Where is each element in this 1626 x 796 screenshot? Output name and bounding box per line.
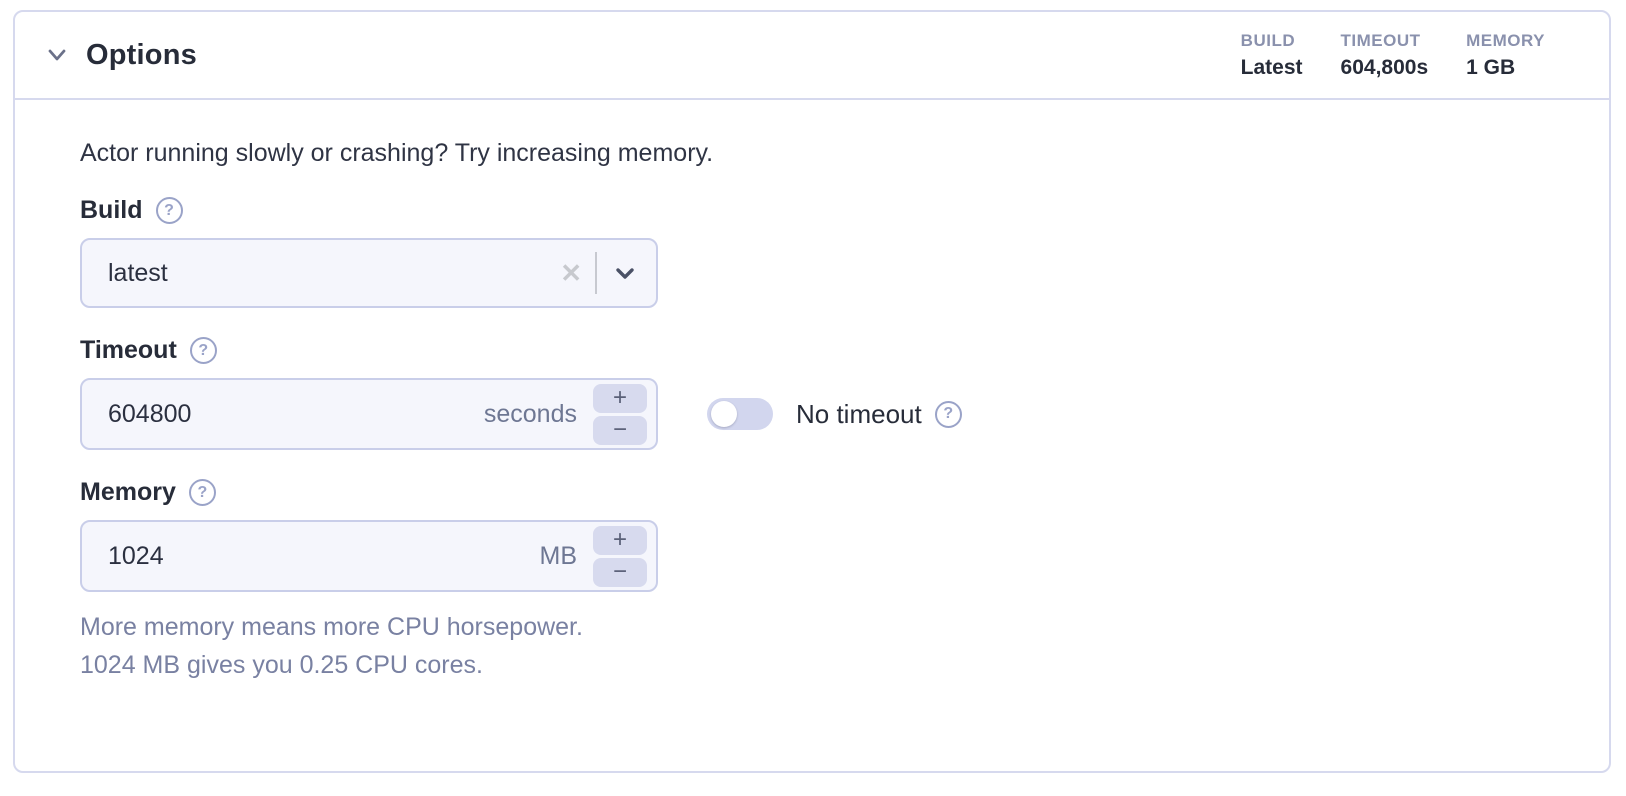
timeout-field: seconds + − (80, 378, 658, 450)
memory-unit-label: MB (539, 541, 578, 570)
memory-stepper: + − (593, 525, 647, 587)
memory-help-icon[interactable]: ? (188, 479, 216, 506)
options-panel-header: Options BUILD Latest TIMEOUT 604,800s ME… (15, 12, 1609, 100)
options-panel: Options BUILD Latest TIMEOUT 604,800s ME… (13, 10, 1611, 773)
stat-memory: MEMORY 1 GB (1466, 31, 1545, 80)
intro-text: Actor running slowly or crashing? Try in… (80, 139, 714, 167)
chevron-down-icon (612, 260, 638, 286)
no-timeout-group: No timeout ? (707, 398, 962, 430)
stat-build-value: Latest (1240, 55, 1303, 79)
stat-build: BUILD Latest (1241, 31, 1303, 80)
stat-build-label: BUILD (1240, 30, 1296, 50)
select-divider (595, 252, 597, 294)
memory-increment-button[interactable]: + (593, 525, 647, 555)
no-timeout-toggle[interactable] (707, 398, 773, 430)
panel-title: Options (86, 38, 197, 71)
timeout-label: Timeout (80, 336, 177, 364)
timeout-unit-label: seconds (483, 399, 577, 428)
memory-label-row: Memory ? (80, 478, 1561, 507)
memory-helper-line2: 1024 MB gives you 0.25 CPU cores. (80, 651, 483, 679)
memory-helper-text: More memory means more CPU horsepower. 1… (80, 608, 1561, 684)
collapse-chevron-button[interactable] (40, 38, 74, 72)
timeout-row: seconds + − No timeout ? (80, 378, 1561, 450)
stat-memory-value: 1 GB (1466, 55, 1516, 79)
toggle-knob (711, 401, 737, 427)
memory-input[interactable] (106, 540, 540, 572)
timeout-label-row: Timeout ? (80, 336, 1561, 365)
build-clear-icon[interactable]: ✕ (560, 258, 582, 288)
build-select[interactable]: ✕ (80, 238, 658, 308)
build-label: Build (80, 196, 143, 224)
memory-helper-line1: More memory means more CPU horsepower. (80, 613, 583, 641)
build-help-icon[interactable]: ? (155, 197, 183, 224)
build-dropdown-button[interactable] (610, 260, 640, 286)
no-timeout-label: No timeout (796, 398, 922, 429)
build-label-row: Build ? (80, 196, 1561, 225)
stat-timeout-value: 604,800s (1340, 55, 1429, 79)
timeout-stepper: + − (593, 383, 647, 445)
header-stats: BUILD Latest TIMEOUT 604,800s MEMORY 1 G… (1241, 31, 1545, 80)
timeout-help-icon[interactable]: ? (189, 337, 217, 364)
stat-memory-label: MEMORY (1466, 30, 1545, 50)
no-timeout-help-icon[interactable]: ? (934, 400, 962, 428)
chevron-down-icon (42, 40, 72, 70)
memory-row: MB + − (80, 520, 1561, 592)
stat-timeout: TIMEOUT 604,800s (1341, 31, 1429, 80)
options-panel-body: Actor running slowly or crashing? Try in… (15, 100, 1609, 684)
timeout-input[interactable] (106, 398, 484, 430)
memory-field: MB + − (80, 520, 658, 592)
memory-label: Memory (80, 478, 176, 506)
build-select-input[interactable] (106, 257, 561, 289)
timeout-increment-button[interactable]: + (593, 383, 647, 413)
build-select-controls: ✕ (560, 252, 640, 294)
memory-decrement-button[interactable]: − (593, 557, 647, 587)
stat-timeout-label: TIMEOUT (1340, 30, 1421, 50)
timeout-decrement-button[interactable]: − (593, 415, 647, 445)
